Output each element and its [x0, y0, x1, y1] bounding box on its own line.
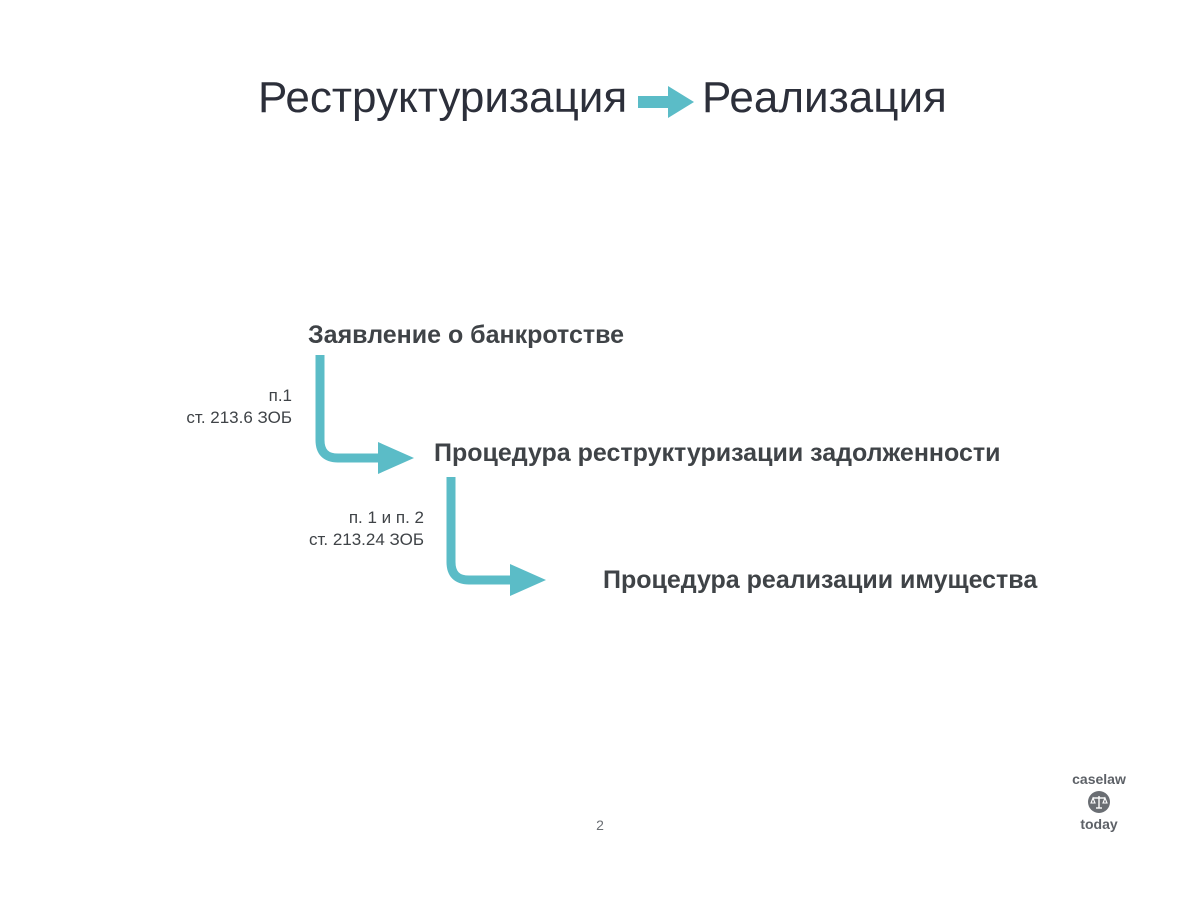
law-reference-1-line2: ст. 213.6 ЗОБ	[186, 408, 292, 427]
law-reference-1-line1: п.1	[268, 386, 292, 405]
scales-icon	[1088, 791, 1110, 813]
right-arrow-icon	[638, 86, 694, 118]
logo-text-top: caselaw	[1072, 771, 1126, 787]
step-debt-restructuring: Процедура реструктуризации задолженности	[434, 439, 1001, 467]
step-property-sale: Процедура реализации имущества	[603, 566, 1038, 594]
page-number: 2	[596, 817, 604, 833]
connector-arrow-2	[446, 477, 546, 596]
law-reference-2-line2: ст. 213.24 ЗОБ	[308, 530, 424, 549]
step-bankruptcy-application: Заявление о банкротстве	[308, 321, 625, 349]
law-reference-2: п. 1 и п. 2 ст. 213.24 ЗОБ	[309, 507, 424, 551]
law-reference-2-line1: п. 1 и п. 2	[348, 508, 424, 527]
title-left: Реструктуризация	[258, 73, 628, 122]
logo-text-bottom: today	[1080, 816, 1118, 832]
title-right: Реализация	[702, 73, 947, 122]
caselaw-today-logo: caselaw today	[1062, 770, 1136, 833]
law-reference-1: п.1 ст. 213.6 ЗОБ	[186, 385, 292, 429]
connector-arrow-1	[315, 355, 414, 474]
